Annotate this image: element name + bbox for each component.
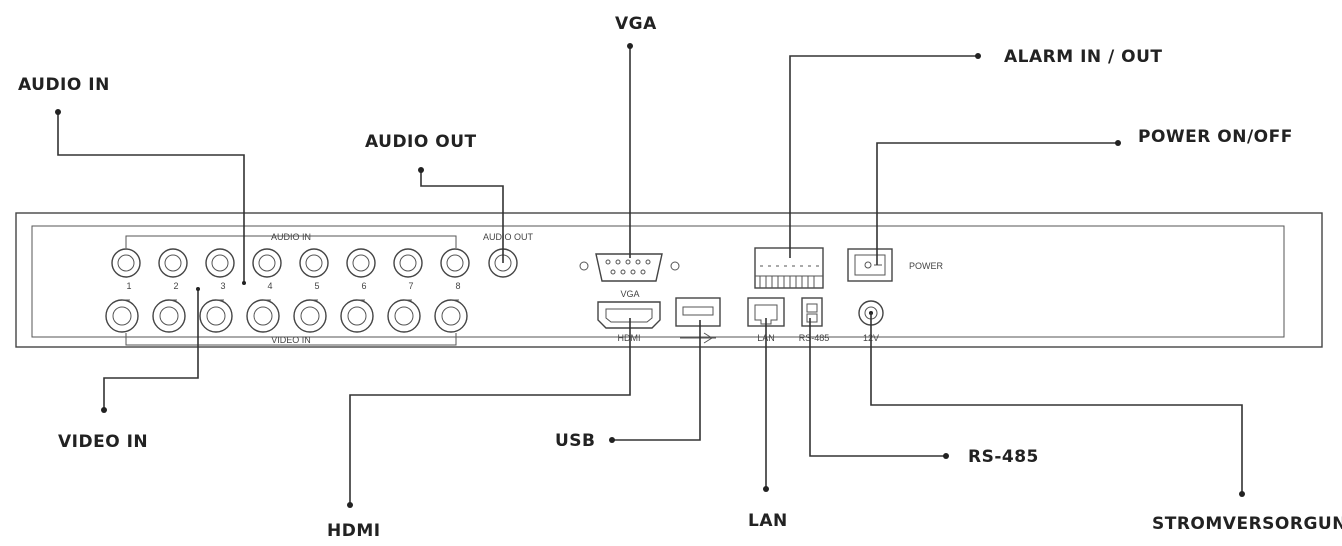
rs485-leader-dot xyxy=(943,453,949,459)
device-chassis xyxy=(15,212,1323,348)
usb-leader xyxy=(612,320,701,441)
panel-audio-in-label: AUDIO IN xyxy=(271,232,311,242)
panel-vga-label: VGA xyxy=(620,289,639,299)
video-in-leader xyxy=(103,289,199,410)
lan-leader-dot xyxy=(763,486,769,492)
audio-out-leader-dot xyxy=(418,167,424,173)
audio-in-jacks xyxy=(111,248,470,278)
callout-audio-out: AUDIO OUT xyxy=(365,132,477,152)
hdmi-leader xyxy=(349,318,631,505)
callout-hdmi: HDMI xyxy=(327,521,381,541)
usb-leader-dot xyxy=(609,437,615,443)
callout-labels: VGA ALARM IN / OUT AUDIO IN AUDIO OUT PO… xyxy=(18,14,1342,541)
callout-alarm: ALARM IN / OUT xyxy=(1004,47,1163,67)
panel-rs485-label: RS-485 xyxy=(799,333,830,343)
channel-number: 1 xyxy=(126,281,131,291)
audio-in-leader-end xyxy=(242,281,246,285)
callout-audio-in: AUDIO IN xyxy=(18,75,110,95)
alarm-leader-dot xyxy=(975,53,981,59)
channel-number: 6 xyxy=(361,281,366,291)
video-in-jacks xyxy=(105,299,468,333)
strom-leader-dot xyxy=(1239,491,1245,497)
power-leader xyxy=(876,142,1118,265)
callout-usb: USB xyxy=(555,431,596,451)
rs485-leader xyxy=(809,318,946,457)
video-in-leader-dot xyxy=(101,407,107,413)
audio-in-leader-dot xyxy=(55,109,61,115)
channel-number: 5 xyxy=(314,281,319,291)
audio-in-leader xyxy=(57,112,245,283)
video-in-leader-end xyxy=(196,287,200,291)
callout-strom: STROMVERSORGUNG xyxy=(1152,514,1342,534)
callout-rs485: RS-485 xyxy=(968,447,1039,467)
callout-power-onoff: POWER ON/OFF xyxy=(1138,127,1293,147)
leader-lines xyxy=(55,43,1245,508)
panel-audio-out-label: AUDIO OUT xyxy=(483,232,534,242)
usb-port xyxy=(675,297,721,344)
hdmi-leader-dot xyxy=(347,502,353,508)
channel-number: 4 xyxy=(267,281,272,291)
panel-power-label: POWER xyxy=(909,261,944,271)
alarm-leader xyxy=(789,55,978,258)
audio-out-leader xyxy=(420,170,504,263)
callout-video-in: VIDEO IN xyxy=(58,432,148,452)
channel-numbers: 1 2 3 4 5 6 7 8 xyxy=(126,281,460,291)
strom-leader xyxy=(870,313,1243,494)
channel-number: 7 xyxy=(408,281,413,291)
channel-number: 8 xyxy=(455,281,460,291)
callout-vga: VGA xyxy=(615,14,657,34)
power-leader-dot xyxy=(1115,140,1121,146)
power-switch xyxy=(847,248,893,282)
alarm-terminal-block xyxy=(754,247,824,289)
callout-lan: LAN xyxy=(748,511,788,531)
vga-leader-dot xyxy=(627,43,633,49)
channel-brackets xyxy=(125,235,457,346)
channel-number: 2 xyxy=(173,281,178,291)
vga-port xyxy=(579,253,680,282)
panel-video-in-label: VIDEO IN xyxy=(271,335,311,345)
hdmi-port xyxy=(597,301,661,329)
channel-number: 3 xyxy=(220,281,225,291)
panel-hdmi-label: HDMI xyxy=(618,333,641,343)
rs485-port xyxy=(801,297,823,327)
